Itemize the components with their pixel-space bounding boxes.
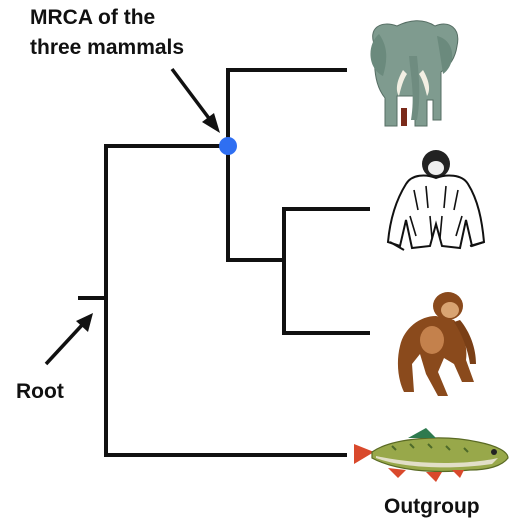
mrca-label-line2: three mammals xyxy=(30,36,184,59)
mrca-arrow xyxy=(172,69,220,133)
gorilla-icon xyxy=(388,150,484,250)
fish-icon xyxy=(354,428,508,482)
chimpanzee-icon xyxy=(398,292,476,396)
mrca-node xyxy=(219,137,237,155)
mrca-label-line1: MRCA of the xyxy=(30,6,155,29)
root-label: Root xyxy=(16,380,64,403)
elephant-icon xyxy=(370,21,457,126)
outgroup-label: Outgroup xyxy=(384,495,480,518)
root-arrow xyxy=(46,313,93,364)
tree-branches xyxy=(80,70,368,455)
